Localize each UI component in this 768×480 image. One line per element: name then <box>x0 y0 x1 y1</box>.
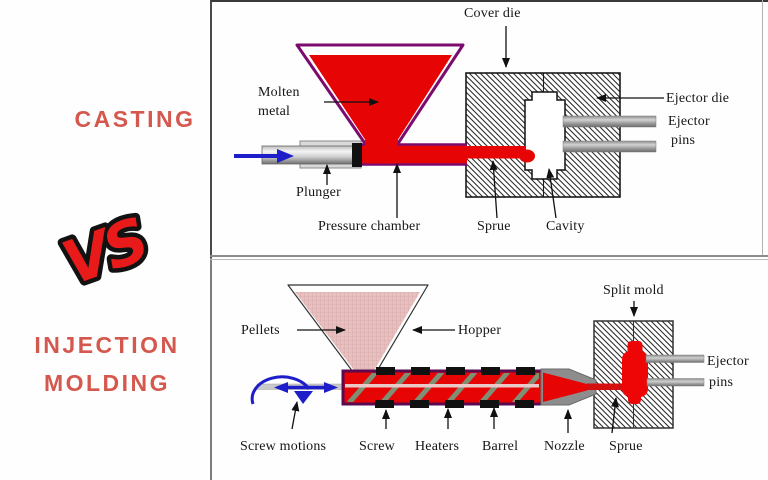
molding-label-arrows <box>291 301 638 434</box>
horizontal-divider-light <box>210 259 768 260</box>
label-hopper: Hopper <box>458 323 502 338</box>
label-screw: Screw <box>359 439 395 454</box>
injection-title-line1: INJECTION <box>34 332 180 358</box>
label-ejector-die: Ejector die <box>666 91 730 106</box>
injection-title-line2: MOLDING <box>43 370 171 396</box>
hopper <box>287 284 429 377</box>
screw-motion-arrows <box>250 375 338 405</box>
label-plunger: Plunger <box>296 185 341 200</box>
heater-bands <box>375 367 535 408</box>
horizontal-divider <box>210 255 768 257</box>
injection-title: INJECTION MOLDING <box>27 326 187 402</box>
ejector-pins-molding <box>645 354 705 387</box>
sprue-channel-molding <box>587 383 624 390</box>
casting-diagram <box>234 26 664 219</box>
barrel <box>341 369 545 406</box>
injection-molding-diagram <box>250 284 705 434</box>
ejector-pins <box>562 115 657 153</box>
label-ejector-pins-molding: Ejector pins <box>707 354 749 390</box>
label-split-mold: Split mold <box>603 283 664 298</box>
die-cavity <box>524 91 566 180</box>
label-sprue-casting: Sprue <box>477 219 511 234</box>
label-nozzle: Nozzle <box>544 439 585 454</box>
label-molten-metal: Molten metal <box>258 85 300 119</box>
label-pellets: Pellets <box>241 323 280 338</box>
label-ejector-pins-casting: Ejector pins <box>668 114 710 148</box>
label-sprue-molding: Sprue <box>609 439 643 454</box>
nozzle <box>540 368 597 406</box>
mold-cavity-part <box>622 341 648 404</box>
plunger-force-arrow <box>234 149 294 163</box>
label-barrel: Barrel <box>482 439 519 454</box>
casting-label-arrows <box>323 26 664 219</box>
label-cover-die: Cover die <box>464 6 521 21</box>
label-heaters: Heaters <box>415 439 460 454</box>
vertical-divider <box>210 0 212 480</box>
vs-text: VS <box>54 205 155 299</box>
vs-badge-group: VS <box>49 201 159 304</box>
casting-title: CASTING <box>74 106 196 132</box>
label-screw-motions: Screw motions <box>240 439 327 454</box>
top-panel-border <box>211 0 768 2</box>
sprue-channel <box>466 146 535 163</box>
label-pressure-chamber: Pressure chamber <box>318 219 421 234</box>
label-cavity: Cavity <box>546 219 585 234</box>
right-panel-border <box>762 0 763 257</box>
molten-metal-funnel <box>295 43 465 164</box>
vs-badge: VS <box>49 201 159 304</box>
